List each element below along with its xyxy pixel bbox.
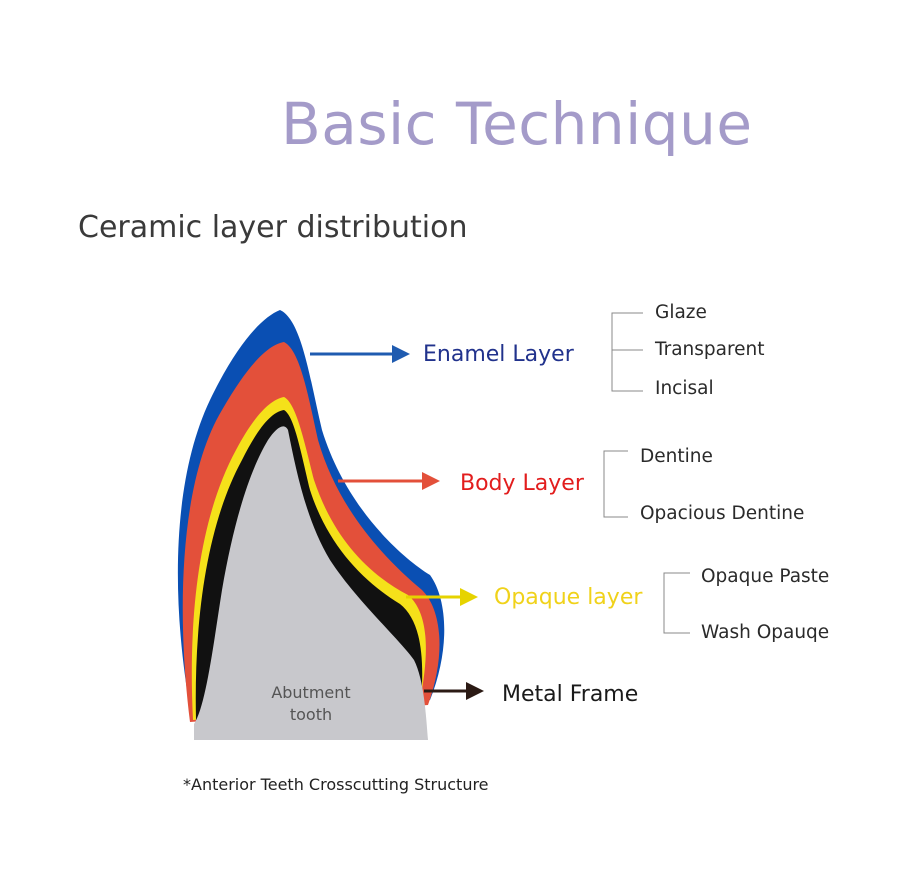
sub-label-wash-opaque: Wash Opauqe: [701, 622, 830, 643]
sub-label-incisal: Incisal: [655, 378, 714, 399]
abutment-label: Abutment tooth: [262, 682, 360, 726]
enamel-bracket: [611, 312, 643, 392]
sub-label-opacious-dentine: Opacious Dentine: [640, 503, 805, 524]
opaque-arrow: [406, 588, 478, 606]
enamel-layer-label: Enamel Layer: [423, 342, 574, 367]
body-layer-label: Body Layer: [460, 471, 584, 496]
enamel-arrow: [310, 345, 410, 363]
opaque-bracket: [663, 572, 690, 634]
sub-label-opaque-paste: Opaque Paste: [701, 566, 830, 587]
sub-label-glaze: Glaze: [655, 302, 707, 323]
abutment-label-line1: Abutment: [271, 683, 351, 702]
metal-frame-label: Metal Frame: [502, 682, 639, 707]
sub-label-dentine: Dentine: [640, 446, 713, 467]
metal-arrow: [424, 682, 484, 700]
body-arrow: [338, 472, 440, 490]
page-subtitle: Ceramic layer distribution: [78, 210, 468, 245]
sub-label-transparent: Transparent: [655, 339, 765, 360]
page-title: Basic Technique: [281, 90, 753, 158]
opaque-layer-label: Opaque layer: [494, 585, 643, 610]
footnote: *Anterior Teeth Crosscutting Structure: [183, 775, 489, 794]
body-bracket: [603, 450, 628, 518]
abutment-label-line2: tooth: [289, 705, 333, 724]
abutment-tooth-shape: [194, 426, 428, 740]
